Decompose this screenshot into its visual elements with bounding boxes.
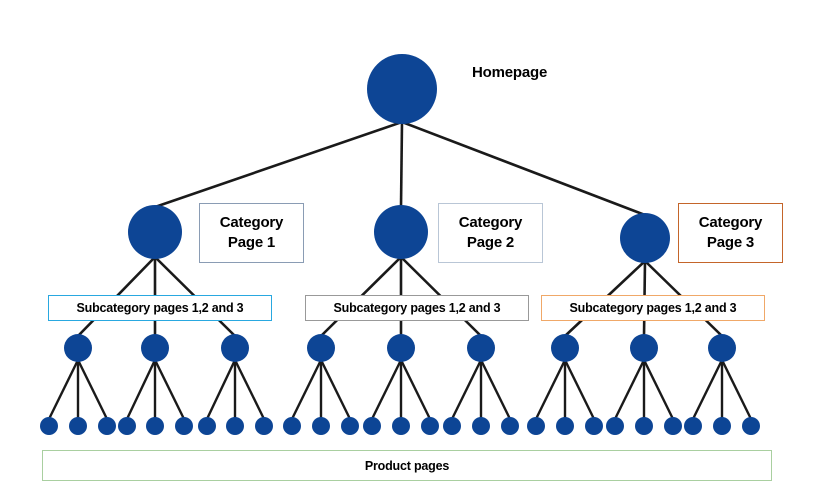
node-subcategory-8[interactable] bbox=[630, 334, 658, 362]
node-product-5[interactable] bbox=[146, 417, 164, 435]
edge-subcategory-9-to-product-27 bbox=[720, 359, 753, 420]
node-subcategory-1[interactable] bbox=[64, 334, 92, 362]
category-page-1-label-line1: Category bbox=[219, 213, 284, 231]
node-product-8[interactable] bbox=[226, 417, 244, 435]
subcategory-box-2-label: Subcategory pages 1,2 and 3 bbox=[333, 301, 501, 315]
node-subcategory-3[interactable] bbox=[221, 334, 249, 362]
subcategory-box-2[interactable]: Subcategory pages 1,2 and 3 bbox=[305, 295, 529, 321]
node-homepage[interactable] bbox=[367, 54, 437, 124]
edge-subcategory-5-to-product-15 bbox=[399, 359, 432, 420]
homepage-label: Homepage bbox=[472, 64, 548, 81]
subcategory-box-3[interactable]: Subcategory pages 1,2 and 3 bbox=[541, 295, 765, 321]
category-page-1-box[interactable]: Category Page 1 bbox=[199, 203, 304, 263]
node-product-3[interactable] bbox=[98, 417, 116, 435]
node-product-16[interactable] bbox=[443, 417, 461, 435]
node-product-6[interactable] bbox=[175, 417, 193, 435]
node-product-26[interactable] bbox=[713, 417, 731, 435]
category-page-1-label-line2: Page 1 bbox=[227, 234, 276, 251]
edge-subcategory-8-to-product-24 bbox=[642, 359, 675, 420]
edge-homepage-to-category-2 bbox=[399, 121, 404, 208]
subcategory-box-1[interactable]: Subcategory pages 1,2 and 3 bbox=[48, 295, 272, 321]
edge-subcategory-6-to-product-18 bbox=[479, 359, 512, 420]
subcategory-box-3-label: Subcategory pages 1,2 and 3 bbox=[569, 301, 737, 315]
node-product-10[interactable] bbox=[283, 417, 301, 435]
node-product-7[interactable] bbox=[198, 417, 216, 435]
node-product-21[interactable] bbox=[585, 417, 603, 435]
node-product-9[interactable] bbox=[255, 417, 273, 435]
edge-subcategory-8-to-product-22 bbox=[613, 359, 646, 420]
edge-subcategory-7-to-product-21 bbox=[563, 359, 596, 420]
category-page-2-box[interactable]: Category Page 2 bbox=[438, 203, 543, 263]
node-category-1[interactable] bbox=[128, 205, 182, 259]
edge-subcategory-6-to-product-16 bbox=[450, 359, 483, 420]
node-product-20[interactable] bbox=[556, 417, 574, 435]
edge-subcategory-7-to-product-19 bbox=[534, 359, 567, 420]
node-product-27[interactable] bbox=[742, 417, 760, 435]
edge-subcategory-1-to-product-3 bbox=[76, 359, 109, 420]
edge-subcategory-3-to-product-7 bbox=[205, 359, 237, 420]
node-product-22[interactable] bbox=[606, 417, 624, 435]
category-page-3-label-line2: Page 3 bbox=[706, 234, 755, 251]
node-product-13[interactable] bbox=[363, 417, 381, 435]
node-product-23[interactable] bbox=[635, 417, 653, 435]
category-page-2-label-line1: Category bbox=[458, 213, 523, 231]
node-product-18[interactable] bbox=[501, 417, 519, 435]
node-product-14[interactable] bbox=[392, 417, 410, 435]
edge-subcategory-2-to-product-4 bbox=[125, 359, 157, 420]
node-product-11[interactable] bbox=[312, 417, 330, 435]
product-pages-label: Product pages bbox=[364, 458, 450, 473]
node-product-25[interactable] bbox=[684, 417, 702, 435]
node-product-15[interactable] bbox=[421, 417, 439, 435]
node-subcategory-9[interactable] bbox=[708, 334, 736, 362]
edge-subcategory-1-to-product-1 bbox=[47, 359, 80, 420]
category-page-3-box[interactable]: Category Page 3 bbox=[678, 203, 783, 263]
edge-subcategory-5-to-product-13 bbox=[370, 359, 403, 420]
node-category-2[interactable] bbox=[374, 205, 428, 259]
subcategory-box-1-label: Subcategory pages 1,2 and 3 bbox=[76, 301, 244, 315]
node-subcategory-2[interactable] bbox=[141, 334, 169, 362]
edge-subcategory-4-to-product-12 bbox=[319, 359, 352, 420]
node-product-19[interactable] bbox=[527, 417, 545, 435]
node-product-4[interactable] bbox=[118, 417, 136, 435]
node-product-2[interactable] bbox=[69, 417, 87, 435]
product-pages-box[interactable]: Product pages bbox=[42, 450, 772, 481]
node-subcategory-6[interactable] bbox=[467, 334, 495, 362]
node-subcategory-4[interactable] bbox=[307, 334, 335, 362]
edge-subcategory-2-to-product-6 bbox=[153, 359, 186, 420]
node-product-12[interactable] bbox=[341, 417, 359, 435]
edge-homepage-to-category-1 bbox=[154, 120, 403, 209]
node-product-24[interactable] bbox=[664, 417, 682, 435]
node-product-17[interactable] bbox=[472, 417, 490, 435]
edge-subcategory-9-to-product-25 bbox=[691, 359, 724, 420]
edge-homepage-to-category-3 bbox=[401, 120, 646, 217]
node-product-1[interactable] bbox=[40, 417, 58, 435]
node-category-3[interactable] bbox=[620, 213, 670, 263]
category-page-2-label-line2: Page 2 bbox=[466, 234, 515, 251]
node-subcategory-7[interactable] bbox=[551, 334, 579, 362]
edge-subcategory-4-to-product-10 bbox=[290, 359, 323, 420]
node-subcategory-5[interactable] bbox=[387, 334, 415, 362]
category-page-3-label-line1: Category bbox=[698, 213, 763, 231]
edge-subcategory-3-to-product-9 bbox=[233, 359, 266, 420]
